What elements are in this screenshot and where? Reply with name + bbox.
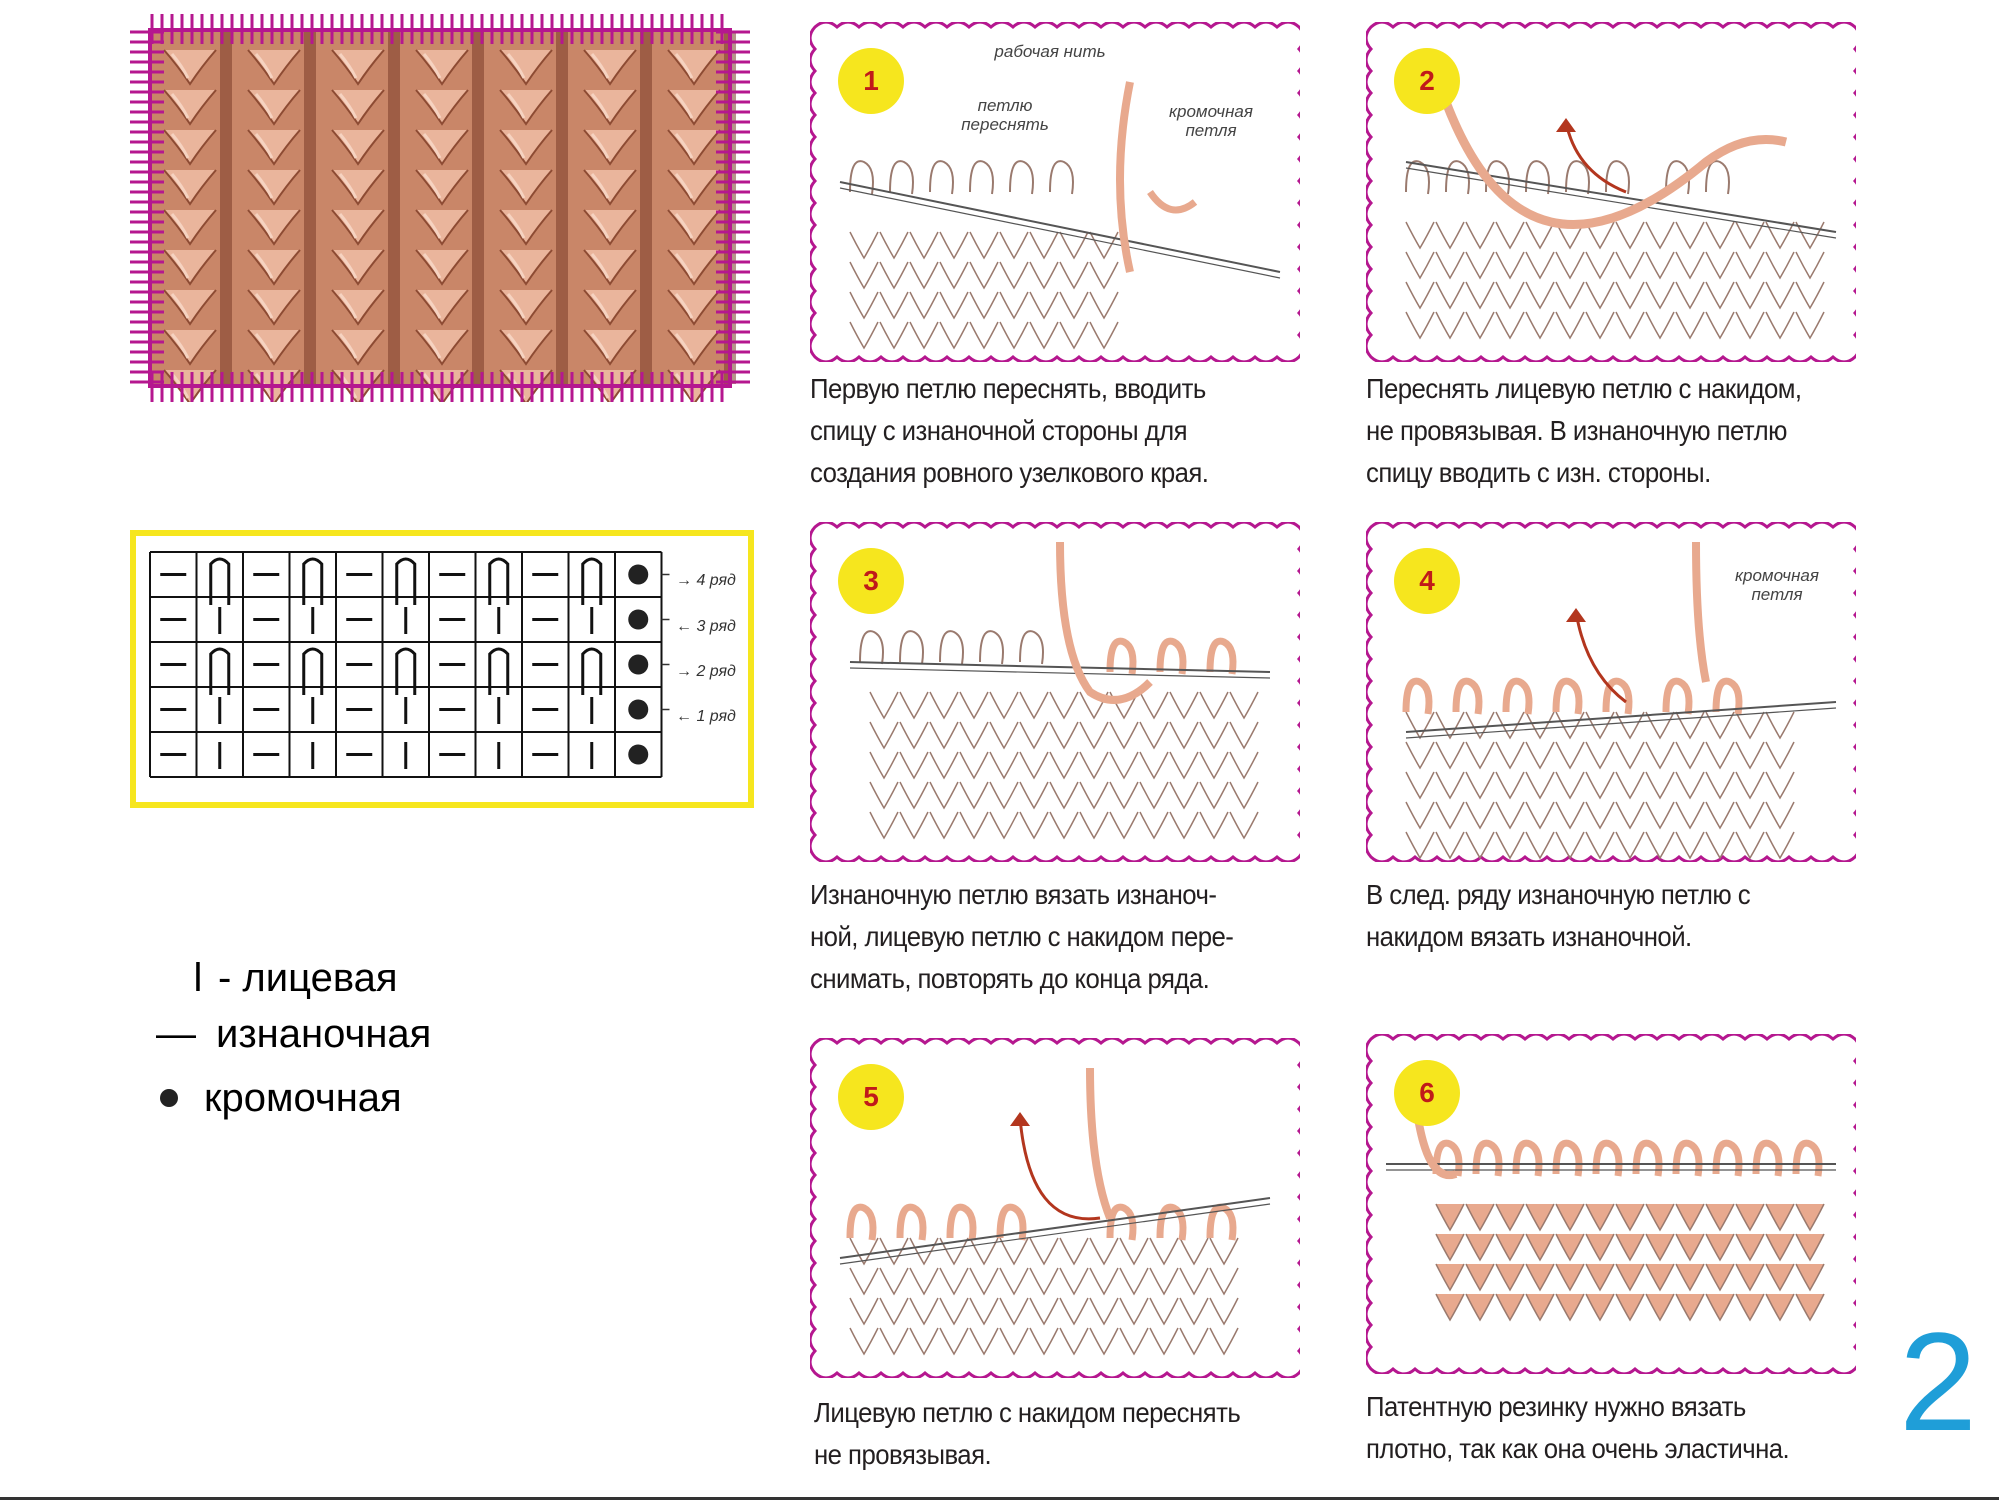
step-6-badge: 6 [1394,1060,1460,1126]
page-number: 2 [1899,1303,1977,1460]
step-1-illustration [810,22,1300,362]
step-2-badge: 2 [1394,48,1460,114]
step-5-caption: Лицевую петлю с накидом переснять не про… [814,1392,1283,1476]
caption-line: не провязывая. В изнаночную петлю [1366,415,1787,446]
caption-line: спицу с изнаночной стороны для [810,415,1188,446]
step-4-panel: 4 кромочная петля [1366,522,1856,862]
caption-line: спицу вводить с изн. стороны. [1366,457,1711,488]
step-5-illustration [810,1038,1300,1378]
purl-label: изнаночная [216,1012,432,1056]
step-1-caption: Первую петлю переснять, вводить спицу с … [810,368,1279,494]
edge-label: кромочная [204,1076,402,1120]
step-1-panel: 1 рабочая нить петлю переснять кромочная… [810,22,1300,362]
bottom-rule [0,1497,1999,1500]
row-label-4: → 4 ряд [676,572,736,589]
chart-legend: l - лицевая — изнаночная кромочная [156,950,431,1126]
step-5-panel: 5 [810,1038,1300,1378]
callout-edge-stitch: кромочная петля [1735,566,1819,604]
step-3-caption: Изнаночную петлю вязать изнаноч- ной, ли… [810,874,1279,1000]
step-4-illustration [1366,522,1856,862]
legend-edge: кромочная [154,1070,431,1126]
edge-stitch-icon [160,1089,178,1107]
step-5-badge: 5 [838,1064,904,1130]
callout-edge-stitch: кромочная петля [1169,102,1253,140]
step-6-caption: Патентную резинку нужно вязать плотно, т… [1366,1386,1835,1470]
pattern-chart: → 4 ряд ← 3 ряд → 2 ряд ← 1 ряд [130,530,754,808]
caption-line: В след. ряду изнаночную петлю с [1366,879,1751,910]
step-6-panel: 6 [1366,1034,1856,1374]
step-6-illustration [1366,1034,1856,1374]
knit-symbol: l [193,956,203,1000]
caption-line: Первую петлю переснять, вводить [810,373,1206,404]
legend-purl: — изнаночная [146,1006,431,1062]
step-2-panel: 2 [1366,22,1856,362]
purl-symbol: — [156,1012,196,1056]
step-4-caption: В след. ряду изнаночную петлю с накидом … [1366,874,1835,958]
row-label-1: ← 1 ряд [676,708,736,725]
step-3-illustration [810,522,1300,862]
caption-line: ной, лицевую петлю с накидом пере- [810,921,1234,952]
step-4-badge: 4 [1394,548,1460,614]
caption-line: не провязывая. [814,1439,992,1470]
caption-line: плотно, так как она очень эластична. [1366,1433,1790,1464]
caption-line: Патентную резинку нужно вязать [1366,1391,1746,1422]
step-3-badge: 3 [838,548,904,614]
legend-knit: l - лицевая [178,950,431,1006]
knit-label: - лицевая [218,956,398,1000]
step-2-illustration [1366,22,1856,362]
step-3-panel: 3 [810,522,1300,862]
caption-line: Переснять лицевую петлю с накидом, [1366,373,1802,404]
step-2-caption: Переснять лицевую петлю с накидом, не пр… [1366,368,1835,494]
caption-line: накидом вязать изнаночной. [1366,921,1692,952]
knitted-swatch-image [130,14,750,402]
callout-working-yarn: рабочая нить [994,42,1106,61]
callout-slip-stitch: петлю переснять [961,96,1049,134]
row-label-2: → 2 ряд [676,663,736,680]
caption-line: Изнаночную петлю вязать изнаноч- [810,879,1217,910]
caption-line: снимать, повторять до конца ряда. [810,963,1210,994]
caption-line: Лицевую петлю с накидом переснять [814,1397,1241,1428]
step-1-badge: 1 [838,48,904,114]
row-label-3: ← 3 ряд [676,618,736,635]
caption-line: создания ровного узелкового края. [810,457,1209,488]
